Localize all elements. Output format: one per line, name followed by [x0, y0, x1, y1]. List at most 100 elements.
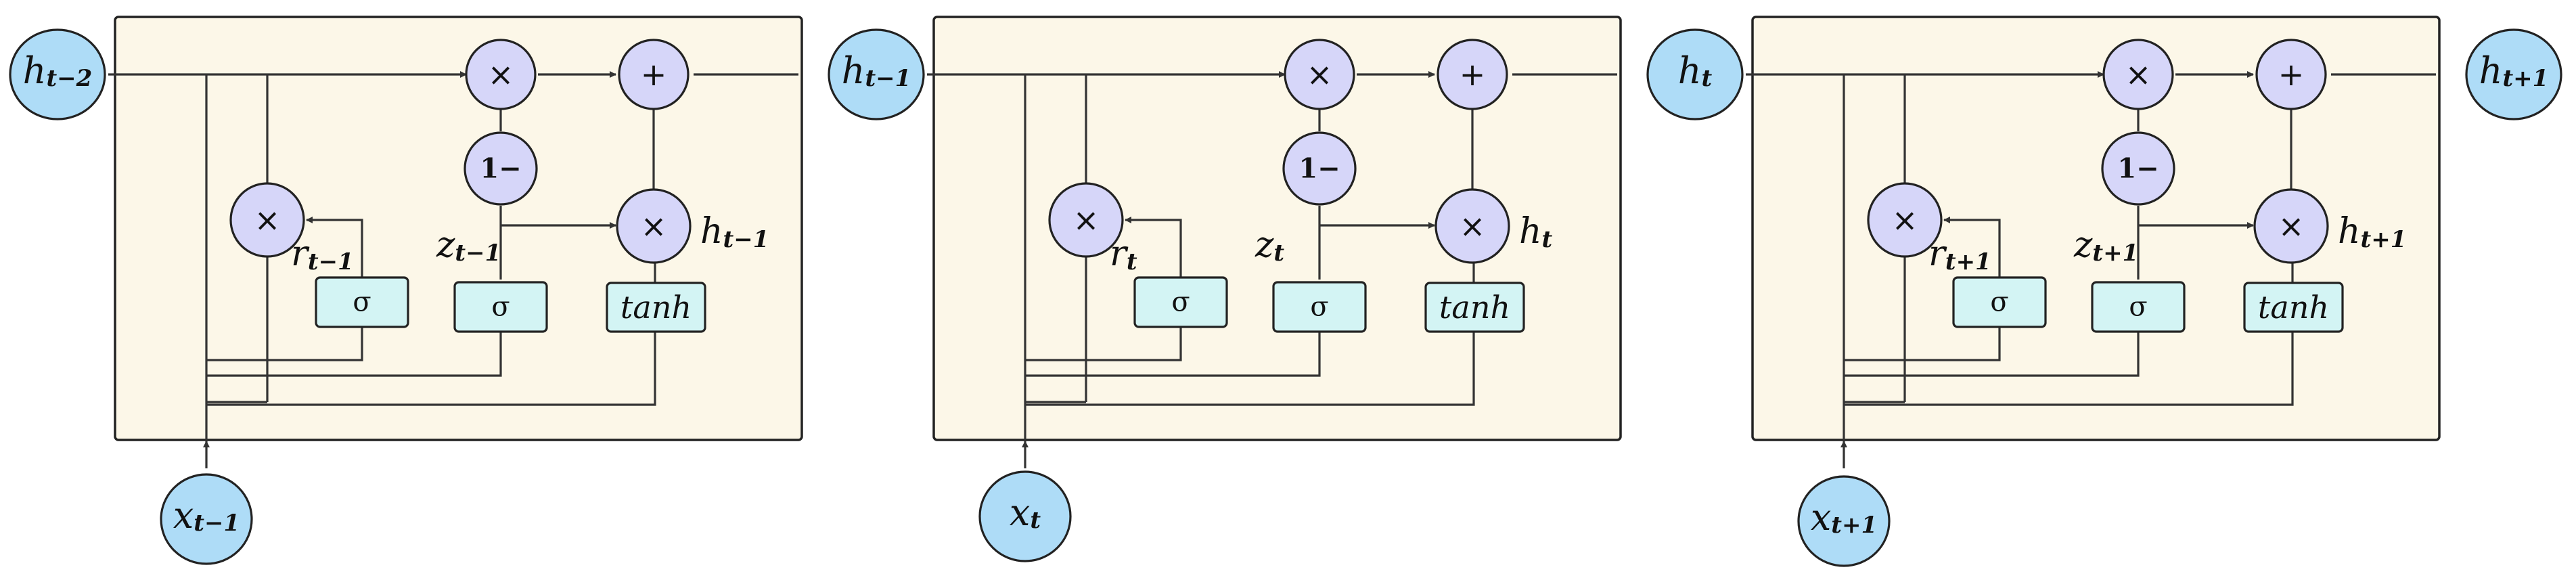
state-circle — [9, 28, 106, 120]
input-label: xt+1 — [1811, 496, 1877, 539]
state-circle — [2465, 28, 2562, 120]
candidate-multiply-node-circle — [616, 188, 692, 264]
state-label: ht+1 — [2479, 49, 2549, 93]
label-subscript: t+1 — [1831, 512, 1877, 539]
update-gate-sigma-symbol: σ — [2129, 292, 2147, 323]
add-node: + — [618, 39, 690, 110]
label-subscript: t — [1542, 226, 1553, 253]
label-subscript: t+1 — [2361, 226, 2407, 253]
label-base: z — [2073, 225, 2093, 265]
update-multiply-node-circle — [2102, 39, 2174, 110]
connection-line — [1844, 332, 2140, 377]
update-multiply-node-circle — [465, 39, 537, 110]
update-gate-sigma-symbol: σ — [491, 292, 510, 323]
add-node-circle — [1437, 39, 1508, 110]
tanh-activation: tanh — [1424, 282, 1525, 333]
label-subscript: t−1 — [308, 248, 354, 275]
connection-line — [206, 332, 502, 377]
reset-multiply-node-symbol: × — [1892, 202, 1918, 238]
tanh-activation-box — [606, 282, 706, 333]
reset-multiply-node: × — [1048, 182, 1124, 258]
add-node-symbol: + — [641, 56, 667, 93]
tanh-activation: tanh — [606, 282, 706, 333]
state-label: ht−2 — [23, 49, 93, 93]
connection-line — [306, 217, 363, 277]
label-base: r — [1110, 234, 1129, 274]
add-node: + — [2255, 39, 2327, 110]
reset-multiply-node-symbol: × — [1073, 202, 1100, 238]
update-gate-sigma-box — [2091, 281, 2186, 333]
reset-gate-sigma-box — [1952, 276, 2047, 328]
label-base: h — [1678, 49, 1702, 92]
update-gate-sigma: σ — [2091, 281, 2186, 333]
input-circle — [160, 473, 253, 565]
hidden-state-3: ht+1 — [2465, 28, 2562, 120]
tanh-activation-box — [2243, 282, 2344, 333]
add-node-symbol: + — [1460, 56, 1486, 93]
cell-boundary — [932, 16, 1622, 441]
hidden-label: ht — [1519, 211, 1553, 253]
connection-line — [1125, 217, 1182, 277]
one-minus-node-circle — [464, 131, 538, 206]
candidate-multiply-node-circle — [2253, 188, 2329, 264]
label-base: h — [700, 211, 723, 252]
update-gate-sigma-symbol: σ — [1310, 292, 1328, 323]
update-multiply-node-symbol: × — [2125, 56, 2152, 93]
update-multiply-node-circle — [1284, 39, 1355, 110]
update-gate-label: zt — [1255, 225, 1284, 267]
label-subscript: t+1 — [2092, 240, 2138, 267]
update-multiply-node-symbol: × — [488, 56, 514, 93]
label-subscript: t−1 — [723, 226, 769, 253]
connection-line — [206, 327, 363, 361]
label-subscript: t — [1273, 240, 1284, 267]
reset-multiply-node-circle — [1867, 182, 1943, 258]
input-0: xt−1 — [160, 473, 253, 565]
label-base: h — [1519, 211, 1542, 252]
candidate-multiply-node-symbol: × — [1460, 208, 1486, 244]
connection-line — [206, 332, 656, 406]
candidate-multiply-node-symbol: × — [641, 208, 667, 244]
update-gate-sigma: σ — [453, 281, 548, 333]
candidate-multiply-node-symbol: × — [2278, 208, 2305, 244]
hidden-state-2: ht — [1646, 28, 1744, 120]
update-gate-sigma-box — [453, 281, 548, 333]
input-2: xt+1 — [1797, 475, 1891, 567]
one-minus-node-circle — [2101, 131, 2175, 206]
reset-gate-sigma-symbol: σ — [353, 287, 371, 318]
reset-multiply-node-circle — [229, 182, 305, 258]
candidate-multiply-node-circle — [1434, 188, 1510, 264]
connection-line — [1844, 332, 2294, 406]
input-circle — [978, 470, 1072, 562]
hidden-state-1: ht−1 — [828, 28, 925, 120]
label-base: x — [1010, 491, 1030, 534]
cell-boundary — [1751, 16, 2441, 441]
update-gate-sigma: σ — [1272, 281, 1367, 333]
state-circle — [1646, 28, 1744, 120]
update-gate-label: zt−1 — [436, 225, 501, 267]
tanh-activation-symbol: tanh — [2258, 289, 2329, 326]
label-subscript: t — [1702, 65, 1713, 92]
state-label: ht−1 — [842, 49, 911, 93]
label-base: h — [23, 49, 47, 92]
input-circle — [1797, 475, 1891, 567]
label-subscript: t — [1127, 248, 1137, 275]
reset-gate-label: rt−1 — [291, 234, 354, 275]
hidden-state-0: ht−2 — [9, 28, 106, 120]
reset-gate-label: rt — [1110, 234, 1137, 275]
reset-multiply-node: × — [229, 182, 305, 258]
reset-gate-sigma-box — [315, 276, 409, 328]
add-node-circle — [2255, 39, 2327, 110]
hidden-label: ht+1 — [2338, 211, 2406, 253]
state-label: ht — [1678, 49, 1713, 93]
reset-gate-sigma-box — [1133, 276, 1228, 328]
reset-gate-sigma: σ — [1133, 276, 1228, 328]
add-node-symbol: + — [2278, 56, 2305, 93]
reset-gate-sigma: σ — [1952, 276, 2047, 328]
reset-gate-sigma-symbol: σ — [1990, 287, 2008, 318]
one-minus-node-symbol: 1− — [480, 153, 521, 185]
label-base: h — [2338, 211, 2361, 252]
update-gate-label: zt+1 — [2073, 225, 2138, 267]
hidden-label: ht−1 — [700, 211, 769, 253]
update-multiply-node: × — [2102, 39, 2174, 110]
